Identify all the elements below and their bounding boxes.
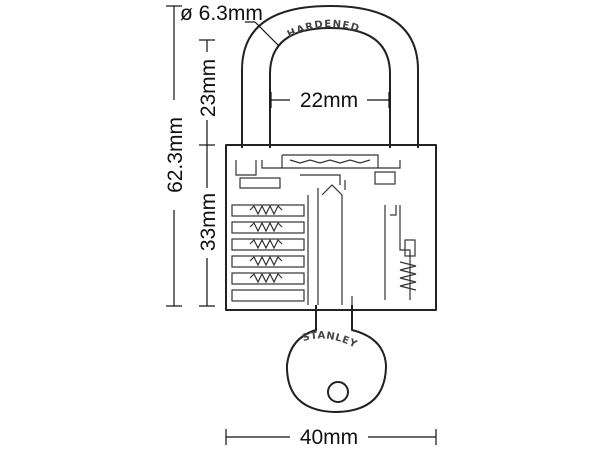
dimension-shackle-height: 23mm bbox=[197, 39, 220, 146]
label-shackle-inner-width: 22mm bbox=[300, 89, 358, 112]
key-brand-text: STANLEY bbox=[301, 330, 359, 350]
pin-tumbler-stack bbox=[231, 204, 305, 302]
dimension-shackle-diameter: ø 6.3mm bbox=[180, 2, 280, 47]
dimension-body-height: 33mm bbox=[197, 145, 220, 307]
dimension-body-width: 40mm bbox=[225, 426, 437, 449]
label-body-width: 40mm bbox=[300, 426, 358, 449]
dimension-shackle-inner-width: 22mm bbox=[270, 89, 390, 112]
lock-body bbox=[225, 144, 437, 311]
shackle: HARDENED bbox=[241, 5, 419, 148]
label-shackle-height: 23mm bbox=[197, 59, 220, 117]
label-shackle-diameter: ø 6.3mm bbox=[180, 2, 263, 25]
label-total-height: 62.3mm bbox=[164, 117, 187, 193]
key: STANLEY bbox=[285, 305, 387, 413]
label-body-height: 33mm bbox=[197, 193, 220, 251]
dimension-total-height: 62.3mm bbox=[164, 5, 187, 307]
shackle-stamp-text: HARDENED bbox=[286, 19, 361, 41]
